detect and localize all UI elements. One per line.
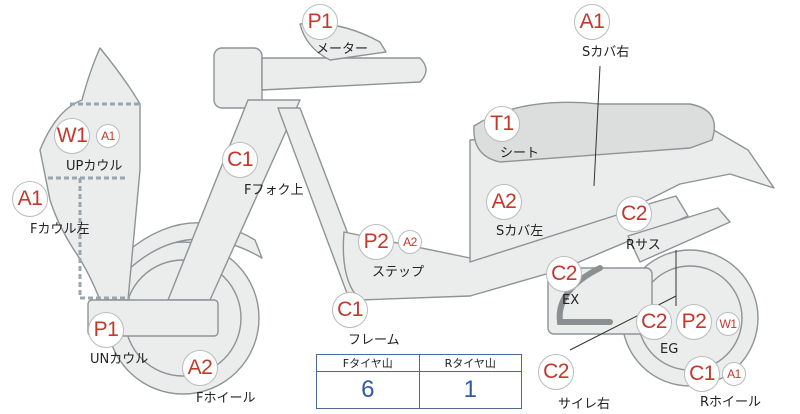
handlebar-grip: [213, 47, 263, 109]
code-badge: P2: [676, 304, 712, 340]
part-label-f-wheel: Fホイール: [196, 391, 256, 406]
tread-header-rear: Rタイヤ山: [418, 354, 522, 372]
part-label-frame: フレーム: [348, 333, 400, 348]
tread-value-front: 6: [316, 371, 420, 409]
part-label-f-cowl-left: Fカウル左: [30, 222, 90, 237]
code-badge: A2: [182, 350, 218, 386]
part-label-eg: EG: [660, 342, 679, 357]
code-badge: C1: [684, 356, 720, 392]
code-badge: P1: [302, 4, 338, 40]
part-label-f-fork-upper: Fフォク上: [244, 183, 304, 198]
front-cowl: [39, 47, 141, 301]
code-badge: C2: [636, 304, 672, 340]
seat-shape: [473, 101, 716, 163]
exhaust-pipe: [556, 265, 613, 325]
code-badge: W1: [716, 312, 740, 336]
handlebar: [261, 57, 427, 91]
rear-shock: [627, 207, 731, 263]
code-badge: A1: [12, 181, 48, 217]
code-badge: A1: [574, 4, 610, 40]
part-label-meter: メーター: [316, 42, 369, 57]
code-badge: C2: [546, 256, 582, 292]
code-badge: C1: [332, 292, 368, 328]
part-label-seat: シート: [500, 146, 540, 161]
code-badge: P2: [358, 224, 394, 260]
code-badge: A1: [96, 124, 120, 148]
code-badge: W1: [54, 118, 90, 154]
code-badge: P1: [88, 312, 124, 348]
tread-header-front: Fタイヤ山: [316, 354, 420, 372]
code-badge: A2: [486, 184, 522, 220]
part-label-s-cover-right: Sカバ右: [582, 45, 630, 60]
part-label-step: ステップ: [372, 265, 425, 280]
part-label-s-cover-left: Sカバ左: [496, 224, 544, 239]
leader-s-cover-right: [593, 65, 601, 187]
tread-value-rear: 1: [418, 371, 522, 409]
part-label-un-cowl: UNカウル: [90, 352, 149, 367]
part-label-r-wheel: Rホイール: [700, 395, 762, 410]
code-badge: A1: [722, 362, 746, 386]
code-badge: C2: [616, 196, 652, 232]
part-label-muffler-right: サイレ右: [558, 397, 611, 412]
tire-tread-table: Fタイヤ山 Rタイヤ山 6 1: [316, 354, 522, 409]
code-badge: T1: [484, 106, 520, 142]
part-label-ex: EX: [562, 293, 580, 308]
part-label-r-suspension: Rサス: [626, 238, 661, 253]
panel-seams: [48, 102, 140, 300]
code-badge: C2: [538, 354, 574, 390]
code-badge: C1: [222, 142, 258, 178]
code-badge: A2: [398, 230, 422, 254]
part-label-up-cowl: UPカウル: [66, 159, 123, 174]
